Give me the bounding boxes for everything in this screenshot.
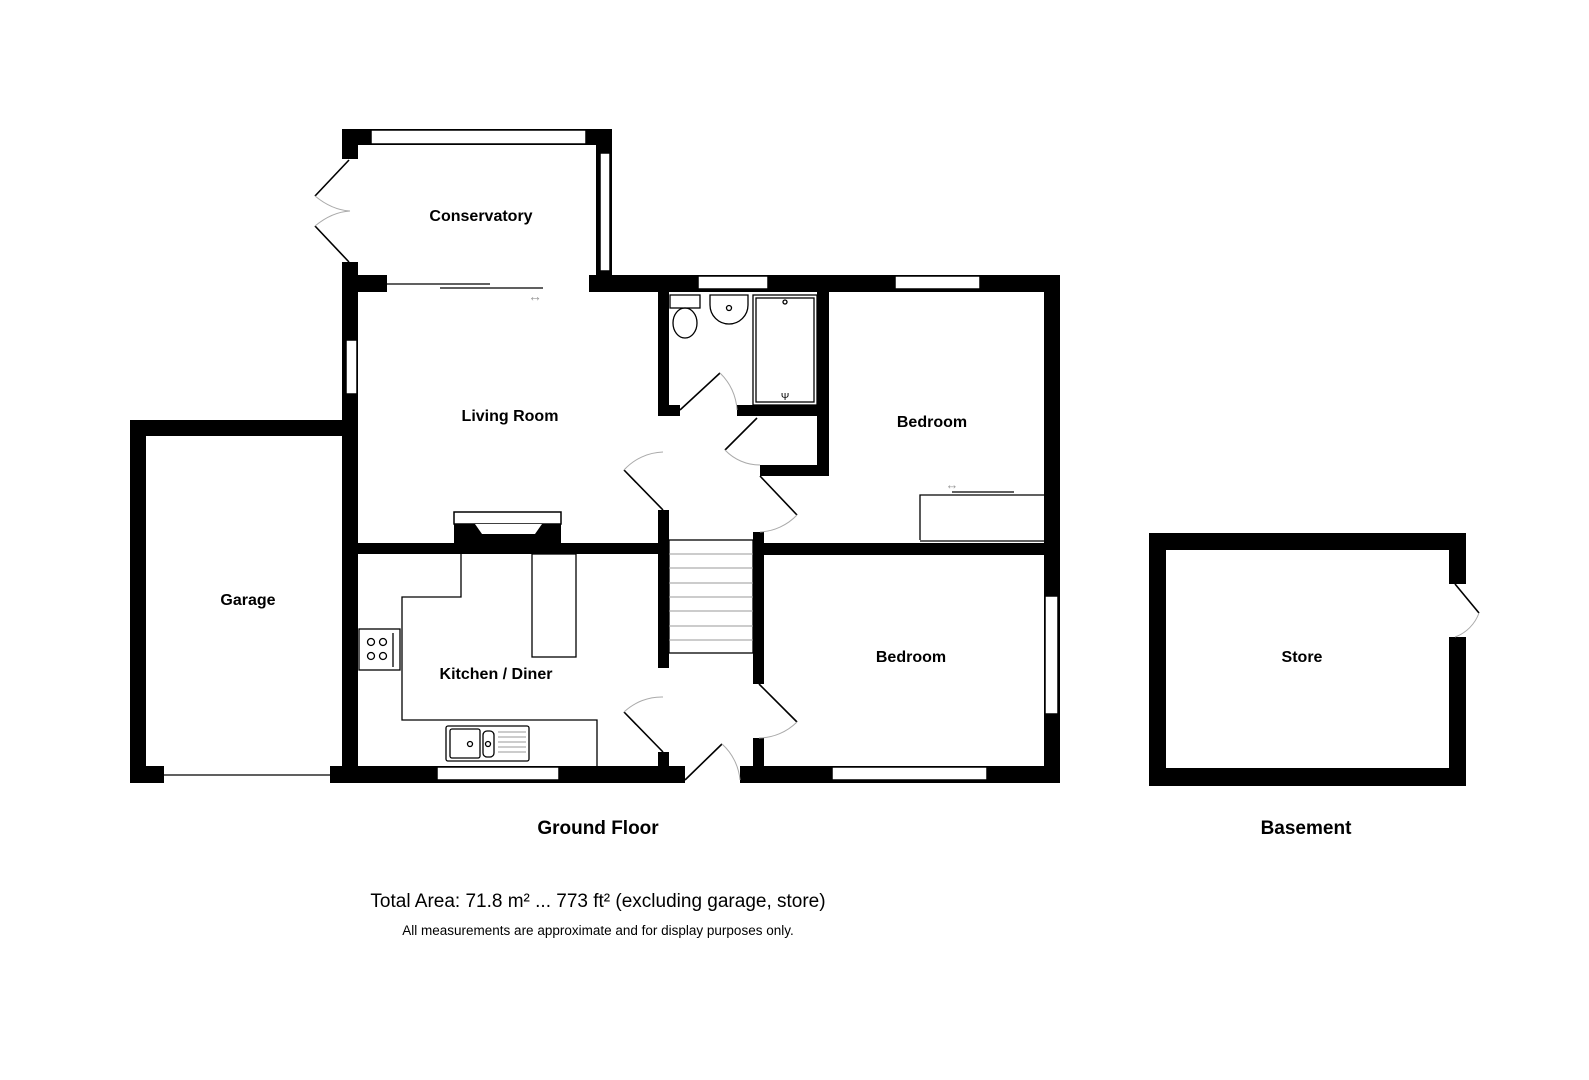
- hob-icon: [358, 628, 401, 671]
- store-door[interactable]: [1454, 583, 1480, 614]
- basin-icon: [709, 294, 749, 325]
- shower-drain-icon: Ψ: [781, 392, 789, 403]
- sliding-door-arrow-icon: ↔: [528, 288, 542, 304]
- conservatory-walls: ↔: [314, 129, 619, 304]
- bedroom-side-window: [1044, 595, 1059, 715]
- toilet-cistern: [669, 294, 701, 309]
- room-label-kitchen-diner: Kitchen / Diner: [440, 666, 553, 683]
- bathroom-fixtures: Ψ: [669, 294, 818, 406]
- living-room-door[interactable]: [623, 469, 664, 511]
- total-area-text: Total Area: 71.8 m² ... 773 ft² (excludi…: [370, 891, 825, 912]
- ground-floor-plan: ↔: [130, 129, 1060, 783]
- main-walls: [130, 275, 1060, 783]
- kitchen-door[interactable]: [623, 711, 664, 753]
- basement-plan: Store: [1149, 533, 1480, 786]
- staircase: [668, 539, 754, 654]
- living-room-window: [345, 339, 358, 395]
- shower-tray: [752, 294, 818, 406]
- room-label-living-room: Living Room: [462, 408, 559, 425]
- bedroom-top-window: [894, 275, 981, 290]
- kitchen-window: [436, 766, 560, 781]
- toilet-icon: [672, 307, 698, 339]
- room-label-bedroom-1: Bedroom: [897, 414, 967, 431]
- floor-label-basement: Basement: [1261, 818, 1352, 839]
- sliding-wardrobe-arrow-icon: ↔: [946, 477, 959, 492]
- bedroom-front-window: [831, 766, 988, 781]
- wardrobe: ↔: [919, 477, 1044, 542]
- front-door[interactable]: [684, 743, 723, 781]
- cupboard-door[interactable]: [724, 417, 758, 451]
- room-label-conservatory: Conservatory: [429, 208, 532, 225]
- bathroom-window: [697, 275, 769, 290]
- sink-icon: [445, 725, 530, 762]
- kitchen-fixtures: [358, 553, 598, 766]
- fireplace-hearth: [453, 511, 562, 525]
- disclaimer-text: All measurements are approximate and for…: [402, 923, 793, 938]
- bedroom-1-door[interactable]: [759, 475, 798, 516]
- fireplace-icon: [475, 524, 542, 534]
- room-label-garage: Garage: [220, 592, 275, 609]
- bathroom-door[interactable]: [679, 372, 721, 411]
- interior-walls: [342, 292, 1060, 772]
- room-label-store: Store: [1282, 649, 1323, 666]
- doors: [623, 372, 798, 781]
- bedroom-2-door[interactable]: [758, 683, 798, 723]
- conservatory-side-window: [599, 152, 611, 272]
- conservatory-top-window: [370, 129, 587, 145]
- floor-label-ground: Ground Floor: [537, 818, 659, 839]
- room-label-bedroom-2: Bedroom: [876, 649, 946, 666]
